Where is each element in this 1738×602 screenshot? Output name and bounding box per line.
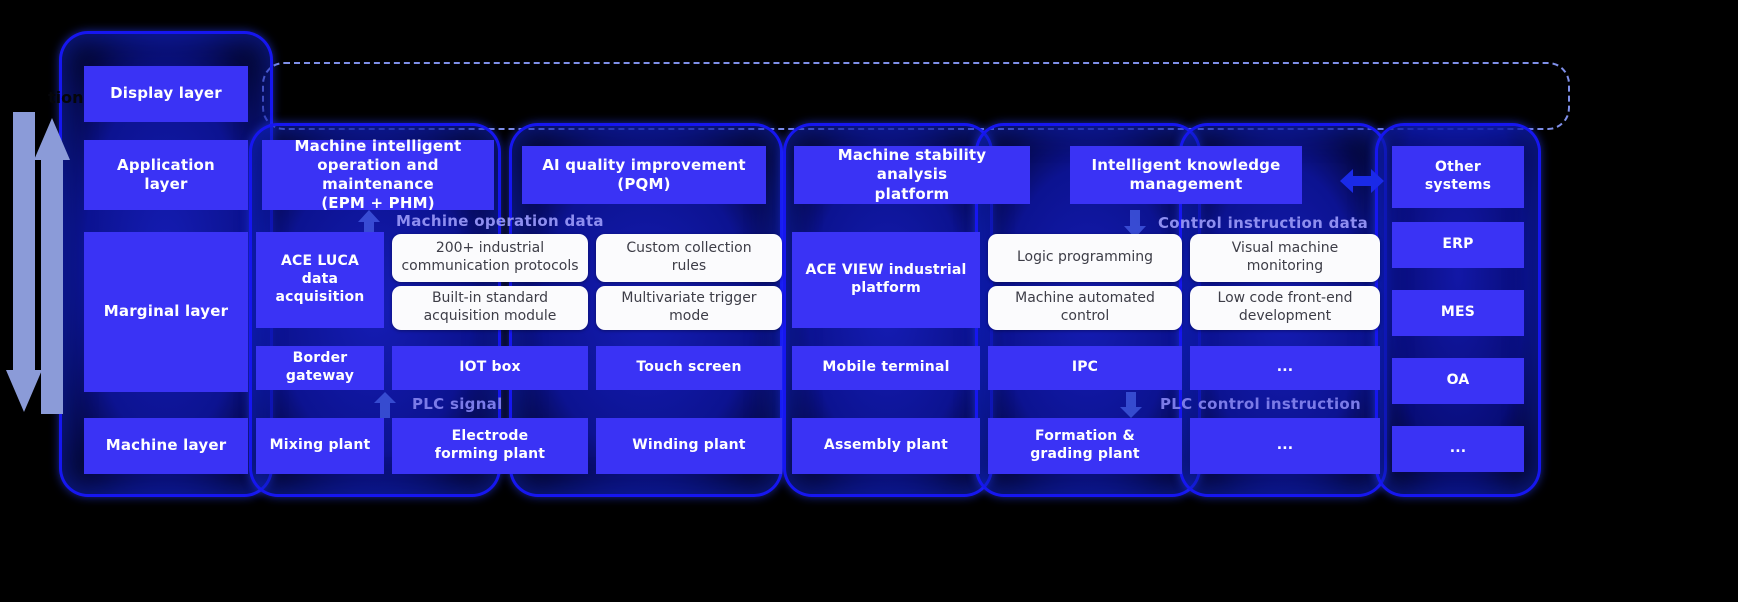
marginal-card-automated-control[interactable]: Machine automated control: [988, 286, 1182, 330]
app-box-stability[interactable]: Machine stability analysis platform: [794, 146, 1030, 204]
marginal-label-ace-view: ACE VIEW industrial platform: [805, 262, 967, 296]
cut-off-caption: tion: [48, 88, 84, 107]
down-flow-arrow: [6, 112, 42, 412]
layer-box-application[interactable]: Application layer: [84, 140, 248, 210]
marginal-card-visual-monitoring[interactable]: Visual machine monitoring: [1190, 234, 1380, 282]
machine-label-1: Electrode forming plant: [434, 428, 546, 462]
app-label-0: Machine intelligent operation and mainte…: [294, 136, 462, 213]
system-label-1: ERP: [1442, 236, 1474, 253]
device-box-border-gateway[interactable]: Border gateway: [256, 346, 384, 390]
device-label-3: Mobile terminal: [822, 359, 950, 376]
machine-label-4: Formation & grading plant: [1030, 428, 1140, 462]
system-box-more[interactable]: ...: [1392, 426, 1524, 472]
flow-label-machine-operation-data: Machine operation data: [396, 212, 604, 230]
marginal-card-logic-programming[interactable]: Logic programming: [988, 234, 1182, 282]
flow-label-control-instruction-data: Control instruction data: [1158, 214, 1368, 232]
app-box-knowledge[interactable]: Intelligent knowledge management: [1070, 146, 1302, 204]
machine-box-mixing-plant[interactable]: Mixing plant: [256, 418, 384, 474]
machine-label-0: Mixing plant: [269, 437, 371, 454]
up-flow-arrow: [34, 118, 70, 414]
arrow-down-control-instruction-data: [1124, 210, 1146, 240]
marginal-box-ace-luca[interactable]: ACE LUCA data acquisition: [256, 232, 384, 328]
app-box-pqm[interactable]: AI quality improvement (PQM): [522, 146, 766, 204]
device-label-1: IOT box: [459, 359, 521, 376]
device-label-0: Border gateway: [285, 350, 355, 384]
system-box-other-systems[interactable]: Other systems: [1392, 146, 1524, 208]
marginal-card-label-5: Visual machine monitoring: [1231, 240, 1339, 274]
marginal-card-label-4: Logic programming: [1016, 249, 1154, 266]
layer-label-machine: Machine layer: [105, 436, 227, 455]
app-label-1: AI quality improvement (PQM): [542, 155, 746, 193]
machine-box-winding-plant[interactable]: Winding plant: [596, 418, 782, 474]
marginal-label-ace-luca: ACE LUCA data acquisition: [275, 253, 365, 305]
flow-label-plc-control-instruction: PLC control instruction: [1160, 395, 1361, 413]
machine-label-2: Winding plant: [632, 437, 746, 454]
marginal-card-label-6: Machine automated control: [1015, 290, 1155, 324]
system-label-4: ...: [1449, 440, 1467, 457]
machine-label-5: ...: [1276, 437, 1294, 454]
marginal-card-label-3: Multivariate trigger mode: [621, 290, 757, 324]
marginal-card-trigger-mode[interactable]: Multivariate trigger mode: [596, 286, 782, 330]
marginal-card-label-2: Built-in standard acquisition module: [423, 290, 557, 324]
system-label-0: Other systems: [1424, 159, 1492, 193]
device-box-more[interactable]: ...: [1190, 346, 1380, 390]
arrow-up-machine-operation-data: [358, 210, 380, 240]
app-label-2: Machine stability analysis platform: [837, 146, 987, 203]
layer-box-machine[interactable]: Machine layer: [84, 418, 248, 474]
arrow-up-plc-signal: [374, 392, 396, 422]
marginal-card-standard-module[interactable]: Built-in standard acquisition module: [392, 286, 588, 330]
device-label-2: Touch screen: [636, 359, 742, 376]
device-box-touch-screen[interactable]: Touch screen: [596, 346, 782, 390]
device-box-iot-box[interactable]: IOT box: [392, 346, 588, 390]
system-label-2: MES: [1440, 304, 1476, 321]
layer-label-application: Application layer: [117, 155, 215, 193]
layer-label-marginal: Marginal layer: [103, 302, 229, 321]
device-box-ipc[interactable]: IPC: [988, 346, 1182, 390]
bidirectional-integration-arrow: [1340, 168, 1384, 194]
layer-label-display: Display layer: [110, 84, 222, 103]
device-label-4: IPC: [1071, 359, 1099, 376]
layer-box-display[interactable]: Display layer: [84, 66, 248, 122]
machine-box-formation-grading[interactable]: Formation & grading plant: [988, 418, 1182, 474]
marginal-card-label-0: 200+ industrial communication protocols: [401, 240, 579, 274]
machine-box-assembly-plant[interactable]: Assembly plant: [792, 418, 980, 474]
app-box-epm-phm[interactable]: Machine intelligent operation and mainte…: [262, 137, 494, 212]
app-label-3: Intelligent knowledge management: [1091, 155, 1281, 193]
machine-label-3: Assembly plant: [823, 437, 949, 454]
marginal-card-label-7: Low code front-end development: [1217, 290, 1353, 324]
layer-box-marginal[interactable]: Marginal layer: [84, 232, 248, 392]
marginal-card-protocols[interactable]: 200+ industrial communication protocols: [392, 234, 588, 282]
device-label-5: ...: [1276, 359, 1294, 376]
system-box-erp[interactable]: ERP: [1392, 222, 1524, 268]
flow-label-plc-signal: PLC signal: [412, 395, 503, 413]
marginal-box-ace-view[interactable]: ACE VIEW industrial platform: [792, 232, 980, 328]
marginal-card-collection-rules[interactable]: Custom collection rules: [596, 234, 782, 282]
system-box-mes[interactable]: MES: [1392, 290, 1524, 336]
system-box-oa[interactable]: OA: [1392, 358, 1524, 404]
arrow-down-plc-control-instruction: [1120, 392, 1142, 422]
machine-box-more[interactable]: ...: [1190, 418, 1380, 474]
display-layer-dashed-container: [262, 62, 1570, 130]
marginal-card-low-code[interactable]: Low code front-end development: [1190, 286, 1380, 330]
device-box-mobile-terminal[interactable]: Mobile terminal: [792, 346, 980, 390]
machine-box-electrode-forming[interactable]: Electrode forming plant: [392, 418, 588, 474]
marginal-card-label-1: Custom collection rules: [626, 240, 752, 274]
system-label-3: OA: [1446, 372, 1470, 389]
